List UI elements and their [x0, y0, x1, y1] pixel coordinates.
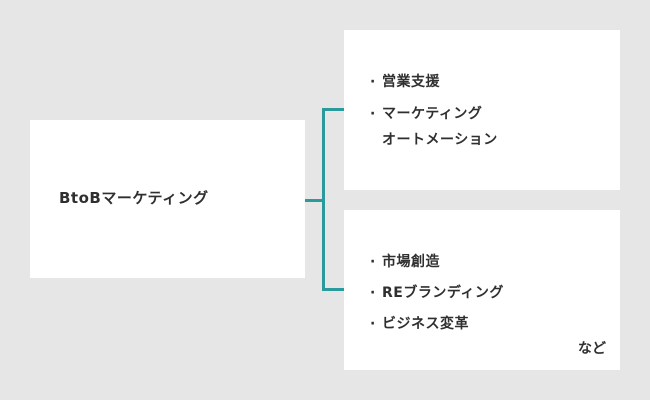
root-node-label: BtoBマーケティング — [59, 189, 209, 207]
connector-spine — [322, 108, 325, 291]
root-node: BtoBマーケティング — [30, 120, 305, 278]
connector-branch-bottom — [322, 288, 344, 291]
branch-top-list: 営業支援 マーケティング オートメーション — [370, 70, 498, 160]
connector-branch-top — [322, 108, 344, 111]
list-item: REブランディング — [370, 281, 504, 305]
connector-stem — [305, 199, 324, 202]
branch-node-top: 営業支援 マーケティング オートメーション — [344, 30, 620, 190]
branch-node-bottom: 市場創造 REブランディング ビジネス変革 など — [344, 210, 620, 370]
list-item: 市場創造 — [370, 250, 504, 274]
branch-bottom-list: 市場創造 REブランディング ビジネス変革 — [370, 250, 504, 343]
list-item: ビジネス変革 — [370, 312, 504, 336]
list-item: 営業支援 — [370, 70, 498, 94]
etc-footnote: など — [578, 341, 606, 357]
list-item: マーケティング オートメーション — [370, 101, 498, 153]
